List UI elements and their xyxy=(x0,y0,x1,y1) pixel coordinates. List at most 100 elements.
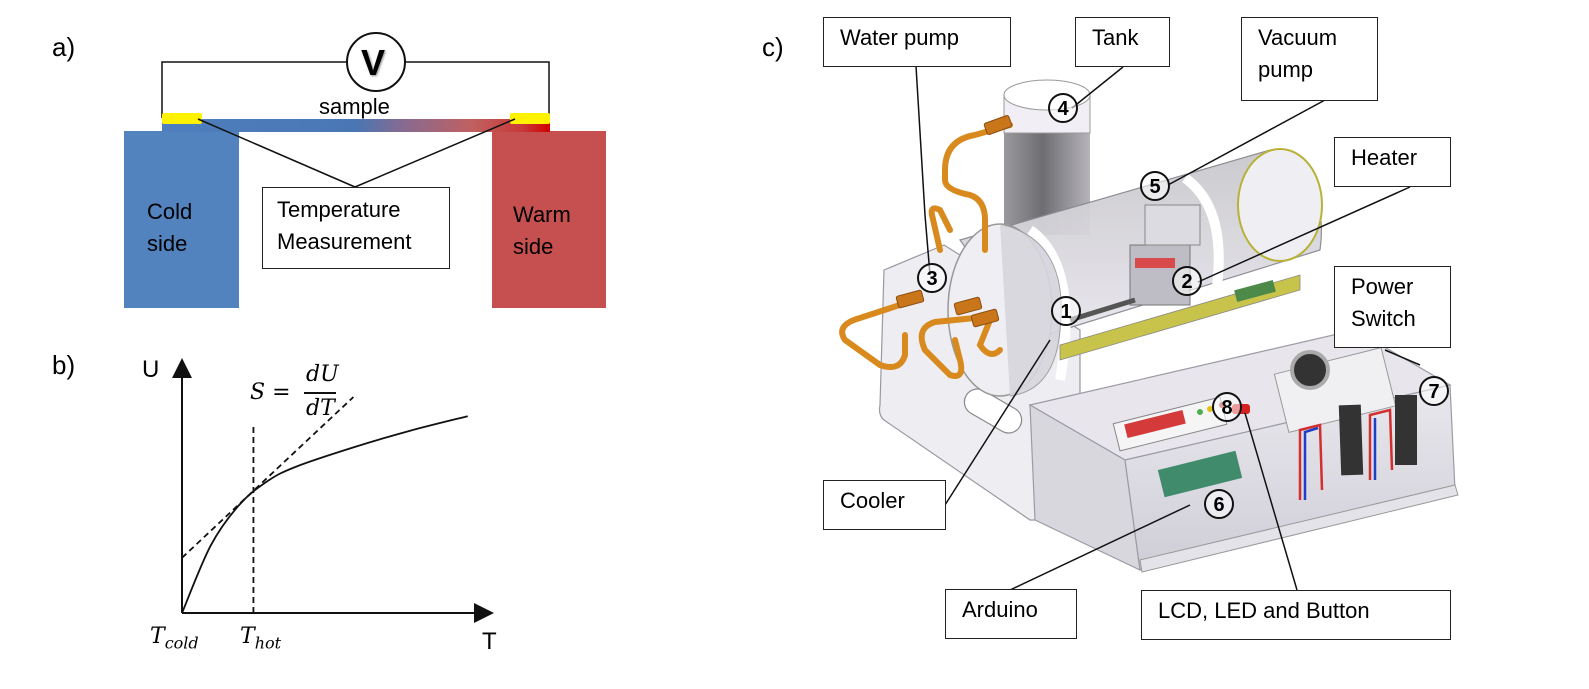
chamber-ring xyxy=(1181,173,1224,301)
front-rail xyxy=(1139,484,1459,573)
callout-cooler: Cooler xyxy=(823,480,946,530)
marker-6: 6 xyxy=(1204,489,1234,519)
voltmeter-circle xyxy=(346,32,406,92)
voltmeter-symbol: V xyxy=(361,42,386,83)
tick-label-t-cold: Tcold xyxy=(150,624,199,652)
marker-number: 2 xyxy=(1181,271,1192,293)
leader-power-switch xyxy=(1384,349,1421,366)
formula-lhs: S = xyxy=(250,380,291,405)
series-tangent-at-t-hot xyxy=(181,396,355,559)
tick-sub: hot xyxy=(254,633,282,653)
formula-denominator: dT xyxy=(306,396,335,421)
callout-text: LCD, LED and Button xyxy=(1158,598,1370,623)
marker-number: 1 xyxy=(1060,301,1071,323)
y-axis-label: U xyxy=(142,356,160,383)
heatsink xyxy=(1338,404,1364,476)
tick-label-t-hot: Thot xyxy=(240,624,281,652)
leader-cooler xyxy=(944,339,1051,506)
callout-text: Switch xyxy=(1351,306,1416,331)
cold-side-label: Cold side xyxy=(147,196,192,260)
measurement-leader xyxy=(197,118,356,188)
tick-sub: cold xyxy=(164,633,199,653)
callout-tank: Tank xyxy=(1075,17,1170,67)
marker-8: 8 xyxy=(1212,392,1242,422)
marker-number: 4 xyxy=(1057,98,1069,120)
marker-number: 7 xyxy=(1428,381,1439,403)
marker-1: 1 xyxy=(1051,296,1081,326)
fan xyxy=(1290,350,1330,390)
cold-contact xyxy=(162,113,202,124)
leader-vacuum-pump xyxy=(1167,99,1326,186)
tube-fittings xyxy=(895,114,1013,328)
callout-text: Arduino xyxy=(962,597,1038,622)
callout-text: pump xyxy=(1258,57,1314,82)
panel-b-letter: b) xyxy=(52,350,76,380)
marker-number: 5 xyxy=(1149,176,1160,198)
marker-7: 7 xyxy=(1419,376,1449,406)
panel-c-letter: c) xyxy=(762,32,784,62)
cold-side-label-line: Cold xyxy=(147,199,193,224)
formula-bar xyxy=(304,392,336,394)
heater-top-plate xyxy=(1144,204,1201,246)
marker-3: 3 xyxy=(917,263,947,293)
warm-contact xyxy=(510,113,550,124)
formula-numerator: dU xyxy=(306,362,339,387)
leader-lines xyxy=(915,65,1421,591)
callout-water-pump: Water pump xyxy=(823,17,1011,67)
warm-side-label: Warm side xyxy=(513,199,571,263)
callout-text: Vacuum xyxy=(1258,25,1338,50)
leader-tank xyxy=(1071,66,1124,109)
callout-heater: Heater xyxy=(1334,137,1451,187)
measurement-label-line: Temperature xyxy=(277,197,401,222)
heater-rod xyxy=(1069,297,1136,323)
panel-a-letter: a) xyxy=(52,32,76,62)
circuit-wire xyxy=(161,61,346,118)
sample-label: sample xyxy=(319,94,390,119)
leader-lcd xyxy=(1244,412,1298,591)
lcd-screen xyxy=(1124,409,1186,439)
wiring xyxy=(1298,408,1394,500)
circuit-wire xyxy=(406,61,550,118)
sample-red-strip xyxy=(1135,258,1175,268)
callout-arduino: Arduino xyxy=(945,589,1077,639)
callout-power-switch: Power Switch xyxy=(1334,266,1451,348)
tick-t: T xyxy=(150,624,165,649)
chamber-right-cap xyxy=(1237,148,1323,262)
warm-side-label-line: Warm xyxy=(513,202,571,227)
marker-number: 3 xyxy=(926,268,937,290)
leader-arduino xyxy=(1009,504,1191,591)
warm-side-label-line: side xyxy=(513,234,554,259)
bracket-slot xyxy=(963,388,1023,434)
marker-number: 8 xyxy=(1221,397,1232,419)
warm-side-block xyxy=(492,131,606,308)
callout-vacuum-pump: Vacuum pump xyxy=(1241,17,1378,101)
marker-2: 2 xyxy=(1172,266,1202,296)
marker-5: 5 xyxy=(1140,171,1170,201)
measurement-label-line: Measurement xyxy=(277,229,412,254)
callout-lcd-led-button: LCD, LED and Button xyxy=(1141,590,1451,640)
tick-t: T xyxy=(240,624,255,649)
marker-number: 6 xyxy=(1213,494,1224,516)
temperature-measurement-box: Temperature Measurement xyxy=(262,187,450,269)
sample-bar xyxy=(162,119,550,132)
numbered-markers: 1 2 3 4 5 6 7 8 xyxy=(917,93,1449,519)
callout-text: Power xyxy=(1351,274,1414,299)
series-u-t-curve xyxy=(181,415,468,614)
callout-text: Tank xyxy=(1092,25,1139,50)
heatsink xyxy=(1395,395,1417,465)
x-axis-label: T xyxy=(482,628,497,655)
callout-text: Cooler xyxy=(840,488,905,513)
leader-water-pump xyxy=(915,65,931,276)
cold-side-label-line: side xyxy=(147,231,188,256)
leader-heater xyxy=(1197,186,1411,283)
led-yellow xyxy=(1207,406,1213,412)
heater-block xyxy=(1129,244,1191,306)
callout-text: Heater xyxy=(1351,145,1418,170)
measurement-leader xyxy=(354,118,516,188)
rail-green xyxy=(1234,280,1276,302)
arduino-board xyxy=(1157,450,1243,498)
marker-4: 4 xyxy=(1048,93,1078,123)
